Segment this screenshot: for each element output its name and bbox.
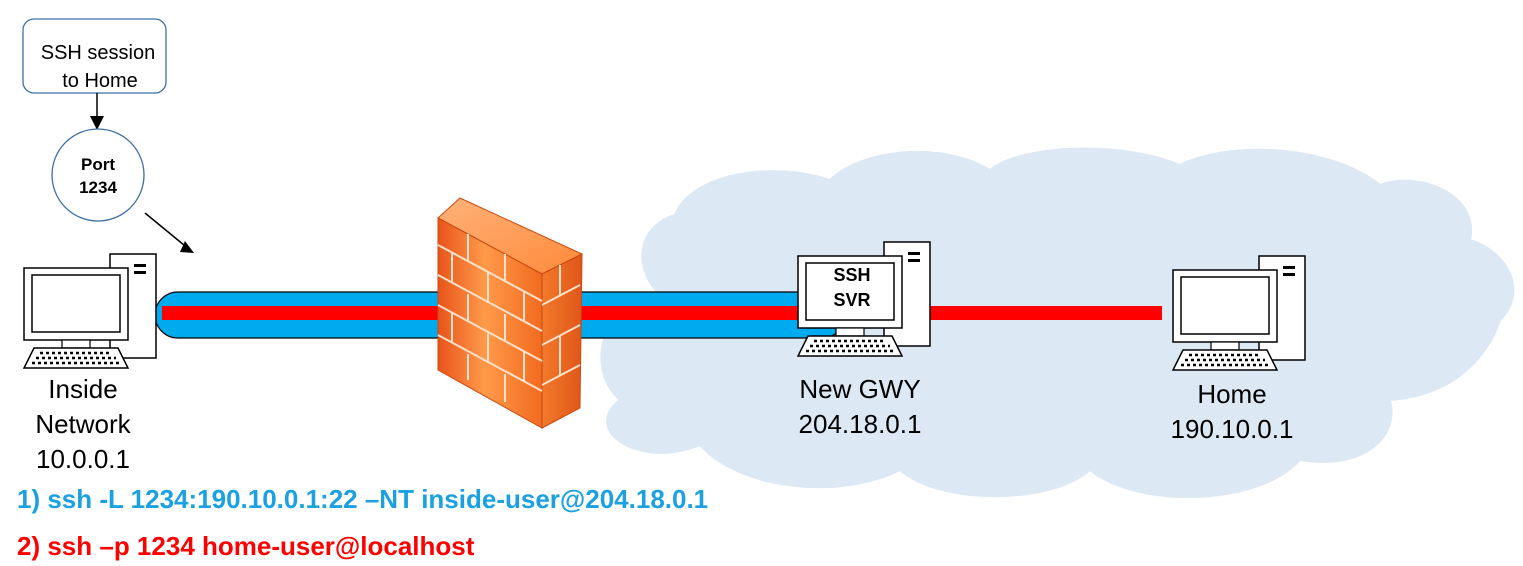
cloud-icon xyxy=(600,147,1515,499)
gateway-ip: 204.18.0.1 xyxy=(799,409,922,439)
port-label: Port xyxy=(81,155,115,174)
callout-line-1: SSH session xyxy=(41,42,156,64)
home-session-line xyxy=(162,306,1162,320)
home-ip: 190.10.0.1 xyxy=(1171,414,1294,444)
screen-label-ssh: SSH xyxy=(833,265,870,285)
home-name: Home xyxy=(1197,379,1266,409)
port-number: 1234 xyxy=(79,178,117,197)
inside-computer-icon xyxy=(22,252,158,370)
firewall-icon xyxy=(437,197,584,429)
ssh-session-callout xyxy=(22,18,167,94)
callout-line-2: to Home xyxy=(62,70,138,92)
port-circle xyxy=(51,128,145,222)
inside-label-line-1: Inside xyxy=(48,374,117,404)
home-computer-icon xyxy=(1171,254,1307,372)
screen-label-svr: SVR xyxy=(833,290,870,310)
inside-ip: 10.0.0.1 xyxy=(36,444,130,474)
command-1: 1) ssh -L 1234:190.10.0.1:22 –NT inside-… xyxy=(17,484,708,514)
command-2: 2) ssh –p 1234 home-user@localhost xyxy=(17,531,475,561)
gateway-name: New GWY xyxy=(799,374,920,404)
port-arrow xyxy=(144,212,191,251)
server-computer-icon: SSH SVR xyxy=(796,240,932,358)
inside-label-line-2: Network xyxy=(35,409,131,439)
